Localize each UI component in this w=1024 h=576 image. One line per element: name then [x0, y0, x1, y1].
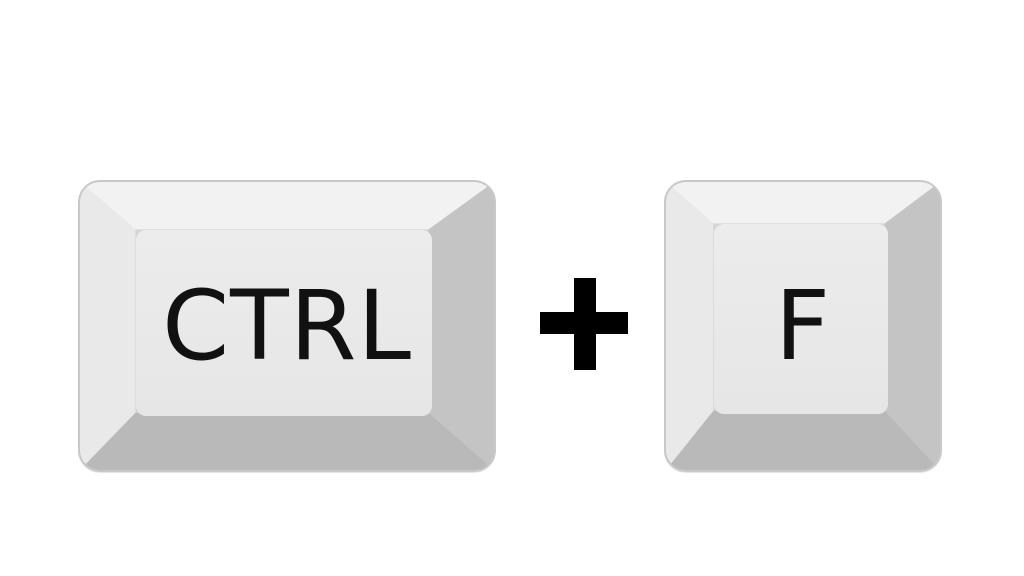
plus-sign	[540, 278, 628, 370]
ctrl-key-bevel	[80, 182, 494, 470]
ctrl-key: CTRL	[78, 180, 496, 472]
ctrl-key-label: CTRL	[162, 270, 412, 382]
f-key-label: F	[774, 270, 832, 382]
f-key: F	[664, 180, 942, 472]
f-key-face	[714, 224, 888, 414]
plus-sign-vertical	[574, 278, 596, 370]
f-key-bevel	[666, 182, 940, 470]
ctrl-key-face	[136, 230, 432, 416]
